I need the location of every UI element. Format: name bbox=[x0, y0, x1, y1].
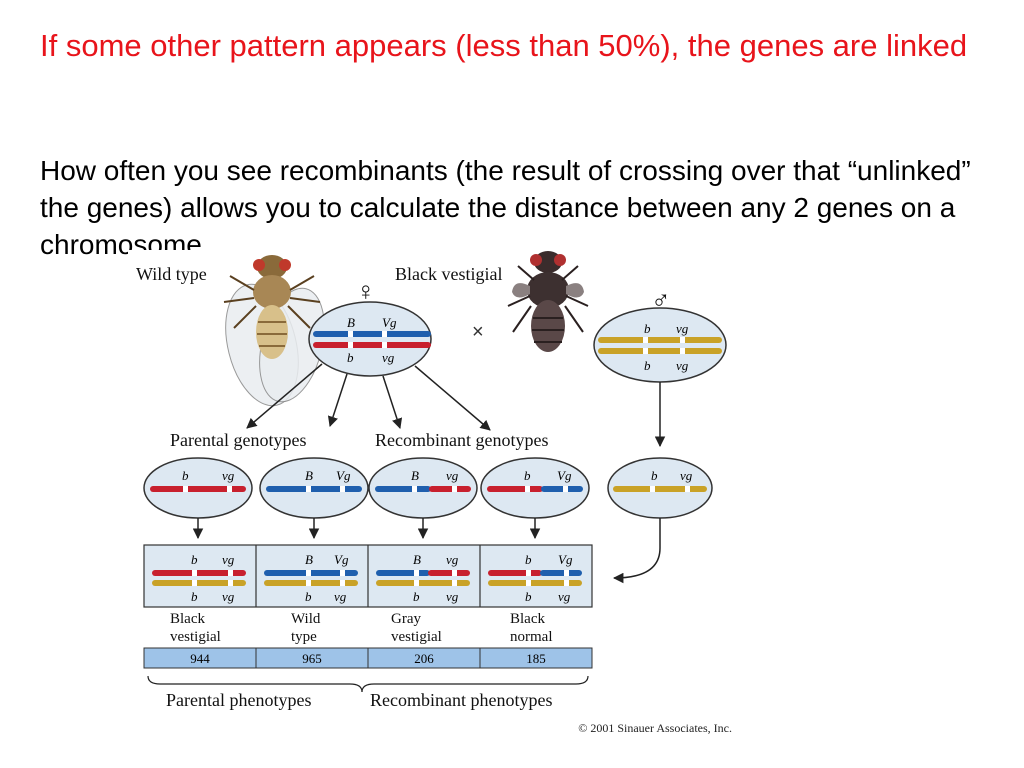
female-symbol: ♀ bbox=[356, 276, 376, 306]
recombinant-genotypes-label: Recombinant genotypes bbox=[375, 430, 548, 450]
meiosis-arrows bbox=[246, 363, 666, 448]
count-gray-vestigial: 206 bbox=[414, 651, 434, 666]
black-vestigial-label: Black vestigial bbox=[395, 264, 502, 284]
female-top-allele-1: B bbox=[347, 315, 355, 330]
count-wild-type: 965 bbox=[302, 651, 322, 666]
gamete-3-allele-1: B bbox=[411, 468, 419, 483]
offspring-3-bottom-allele-2: vg bbox=[446, 589, 459, 604]
recombinant-phenotypes-label: Recombinant phenotypes bbox=[370, 690, 552, 710]
cross-symbol: × bbox=[472, 321, 484, 343]
offspring-cell-3: B vg b vg bbox=[376, 552, 470, 604]
offspring-2-top-allele-1: B bbox=[305, 552, 313, 567]
offspring-3-bottom-allele-1: b bbox=[413, 589, 420, 604]
black-vestigial-fly-icon bbox=[507, 251, 589, 352]
gamete-egg-1: b vg bbox=[143, 457, 253, 519]
phenotype-labels: Black vestigial Wild type Gray vestigial… bbox=[170, 611, 553, 645]
phenotype-3-line-2: vestigial bbox=[391, 629, 442, 645]
male-bottom-allele-2: vg bbox=[676, 358, 689, 373]
count-black-normal: 185 bbox=[526, 651, 546, 666]
count-black-vestigial: 944 bbox=[190, 651, 210, 666]
sperm-allele-2: vg bbox=[680, 468, 693, 483]
female-bottom-allele-1: b bbox=[347, 350, 354, 365]
offspring-1-bottom-allele-2: vg bbox=[222, 589, 235, 604]
gamete-4-allele-2: Vg bbox=[557, 468, 572, 483]
phenotype-1-line-1: Black bbox=[170, 611, 205, 627]
gamete-2-allele-2: Vg bbox=[336, 468, 351, 483]
slide-body-text: How often you see recombinants (the resu… bbox=[40, 155, 971, 260]
phenotype-3-line-1: Gray bbox=[391, 611, 421, 627]
gamete-3-allele-2: vg bbox=[446, 468, 459, 483]
offspring-4-top-allele-2: Vg bbox=[558, 552, 573, 567]
offspring-4-top-allele-1: b bbox=[525, 552, 532, 567]
copyright-notice: © 2001 Sinauer Associates, Inc. bbox=[578, 721, 732, 735]
offspring-3-top-allele-2: vg bbox=[446, 552, 459, 567]
offspring-4-bottom-allele-2: vg bbox=[558, 589, 571, 604]
phenotype-brackets bbox=[147, 675, 589, 693]
gamete-sperm: b vg bbox=[607, 457, 713, 519]
phenotype-4-line-1: Black bbox=[510, 611, 545, 627]
gamete-egg-3: B vg bbox=[368, 457, 478, 519]
slide-title: If some other pattern appears (less than… bbox=[40, 28, 968, 63]
male-top-allele-2: vg bbox=[676, 321, 689, 336]
gamete-egg-2: B Vg bbox=[259, 457, 369, 519]
offspring-1-bottom-allele-1: b bbox=[191, 589, 198, 604]
offspring-cell-2: B Vg b vg bbox=[264, 552, 358, 604]
parental-genotypes-label: Parental genotypes bbox=[170, 430, 306, 450]
offspring-3-top-allele-1: B bbox=[413, 552, 421, 567]
male-bottom-allele-1: b bbox=[644, 358, 651, 373]
female-parent-cell: B Vg b vg bbox=[308, 301, 432, 377]
offspring-2-bottom-allele-1: b bbox=[305, 589, 312, 604]
phenotype-4-line-2: normal bbox=[510, 629, 553, 645]
gamete-egg-4: b Vg bbox=[480, 457, 590, 519]
gamete-2-allele-1: B bbox=[305, 468, 313, 483]
offspring-4-bottom-allele-1: b bbox=[525, 589, 532, 604]
gamete-1-allele-2: vg bbox=[222, 468, 235, 483]
sperm-allele-1: b bbox=[651, 468, 658, 483]
wild-type-fly-icon bbox=[223, 255, 325, 407]
wild-type-label: Wild type bbox=[136, 264, 207, 284]
male-parent-cell: b vg b vg bbox=[593, 307, 727, 383]
gamete-4-allele-1: b bbox=[524, 468, 531, 483]
count-row: 944 965 206 185 bbox=[143, 647, 593, 669]
offspring-2-top-allele-2: Vg bbox=[334, 552, 349, 567]
offspring-cell-1: b vg b vg bbox=[152, 552, 246, 604]
phenotype-2-line-2: type bbox=[291, 629, 317, 645]
phenotype-1-line-2: vestigial bbox=[170, 629, 221, 645]
parental-phenotypes-label: Parental phenotypes bbox=[166, 690, 311, 710]
phenotype-2-line-1: Wild bbox=[291, 611, 321, 627]
fertilization-arrows bbox=[192, 518, 661, 584]
offspring-cell-4: b Vg b vg bbox=[488, 552, 582, 604]
offspring-2-bottom-allele-2: vg bbox=[334, 589, 347, 604]
offspring-1-top-allele-1: b bbox=[191, 552, 198, 567]
female-bottom-allele-2: vg bbox=[382, 350, 395, 365]
gamete-1-allele-1: b bbox=[182, 468, 189, 483]
female-top-allele-2: Vg bbox=[382, 315, 397, 330]
offspring-1-top-allele-2: vg bbox=[222, 552, 235, 567]
male-top-allele-1: b bbox=[644, 321, 651, 336]
